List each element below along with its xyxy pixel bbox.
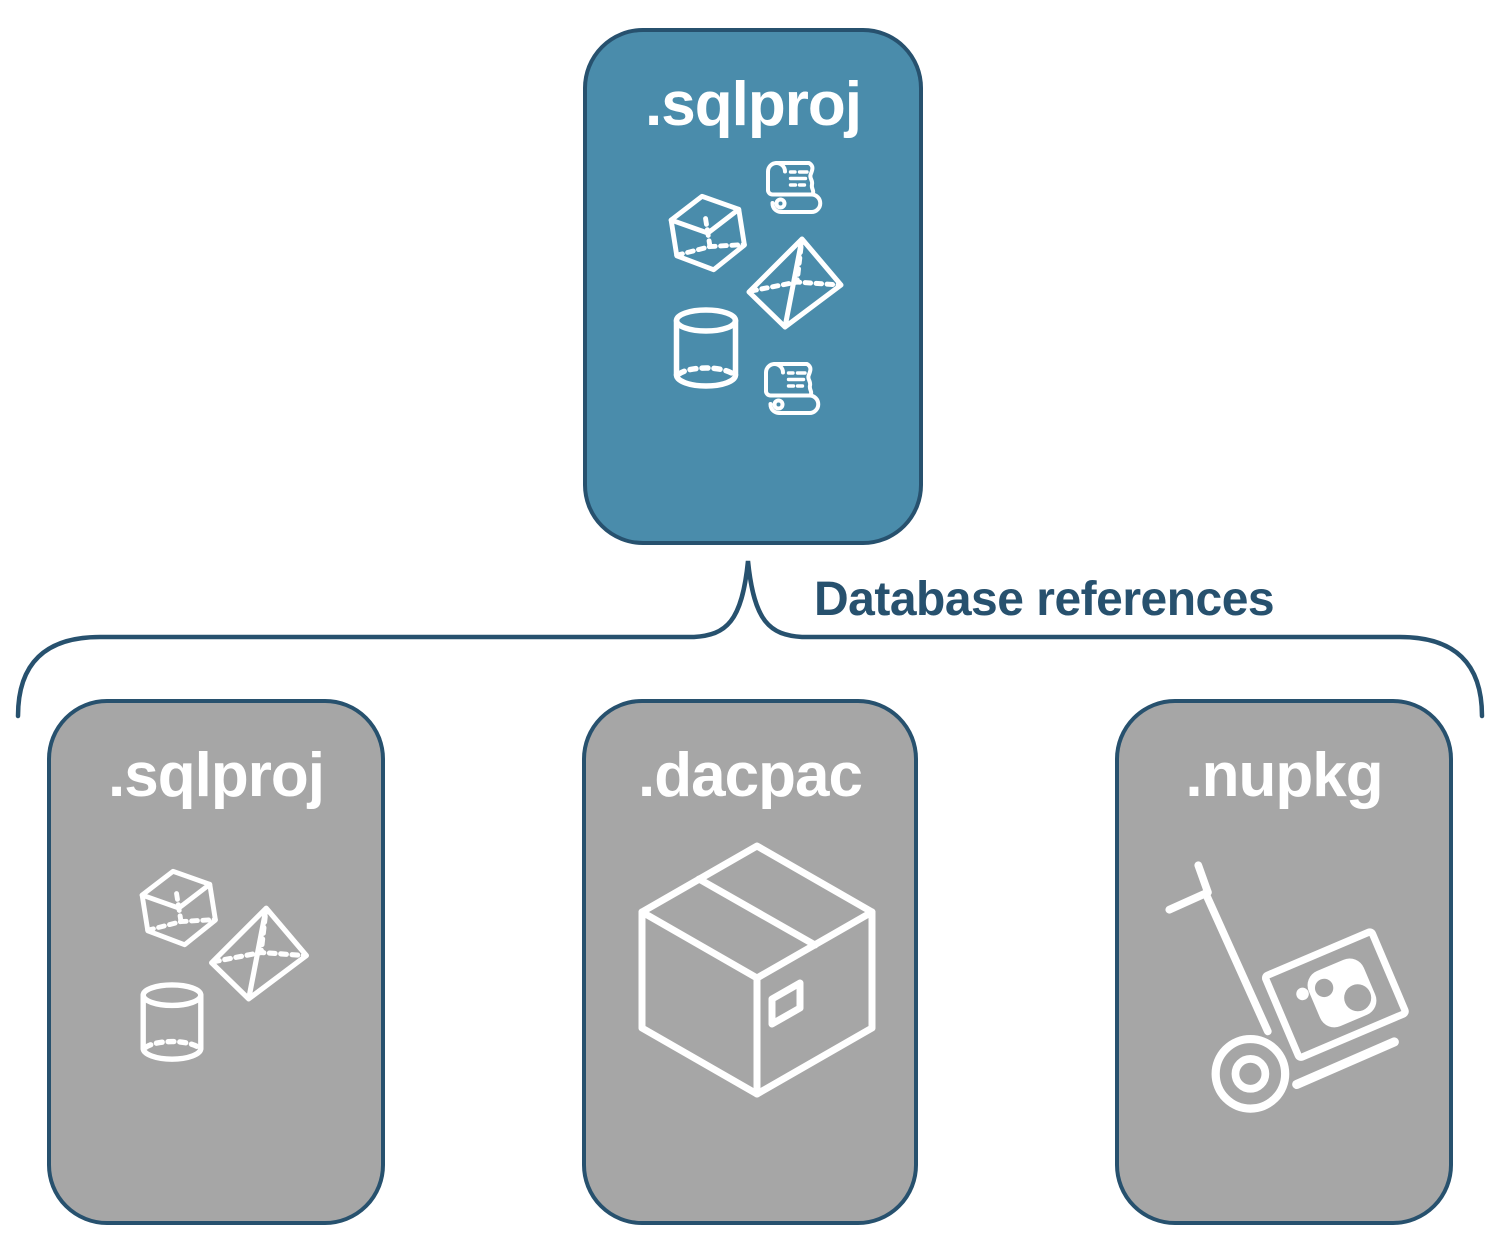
cylinder-icon [136, 981, 208, 1065]
bottom-card-dacpac-label: .dacpac [638, 741, 863, 810]
top-card-sqlproj: .sqlproj [583, 28, 923, 545]
nuget-handtruck-icon [1150, 845, 1430, 1125]
top-card-label: .sqlproj [645, 70, 862, 139]
bottom-card-nupkg-label: .nupkg [1185, 741, 1383, 810]
bottom-card-sqlproj-label: .sqlproj [108, 741, 325, 810]
bottom-card-nupkg: .nupkg [1115, 699, 1453, 1225]
package-box-icon [637, 841, 877, 1121]
pyramid-icon [207, 903, 311, 1004]
bottom-card-dacpac: .dacpac [582, 699, 918, 1225]
connector-label: Database references [814, 573, 1275, 626]
